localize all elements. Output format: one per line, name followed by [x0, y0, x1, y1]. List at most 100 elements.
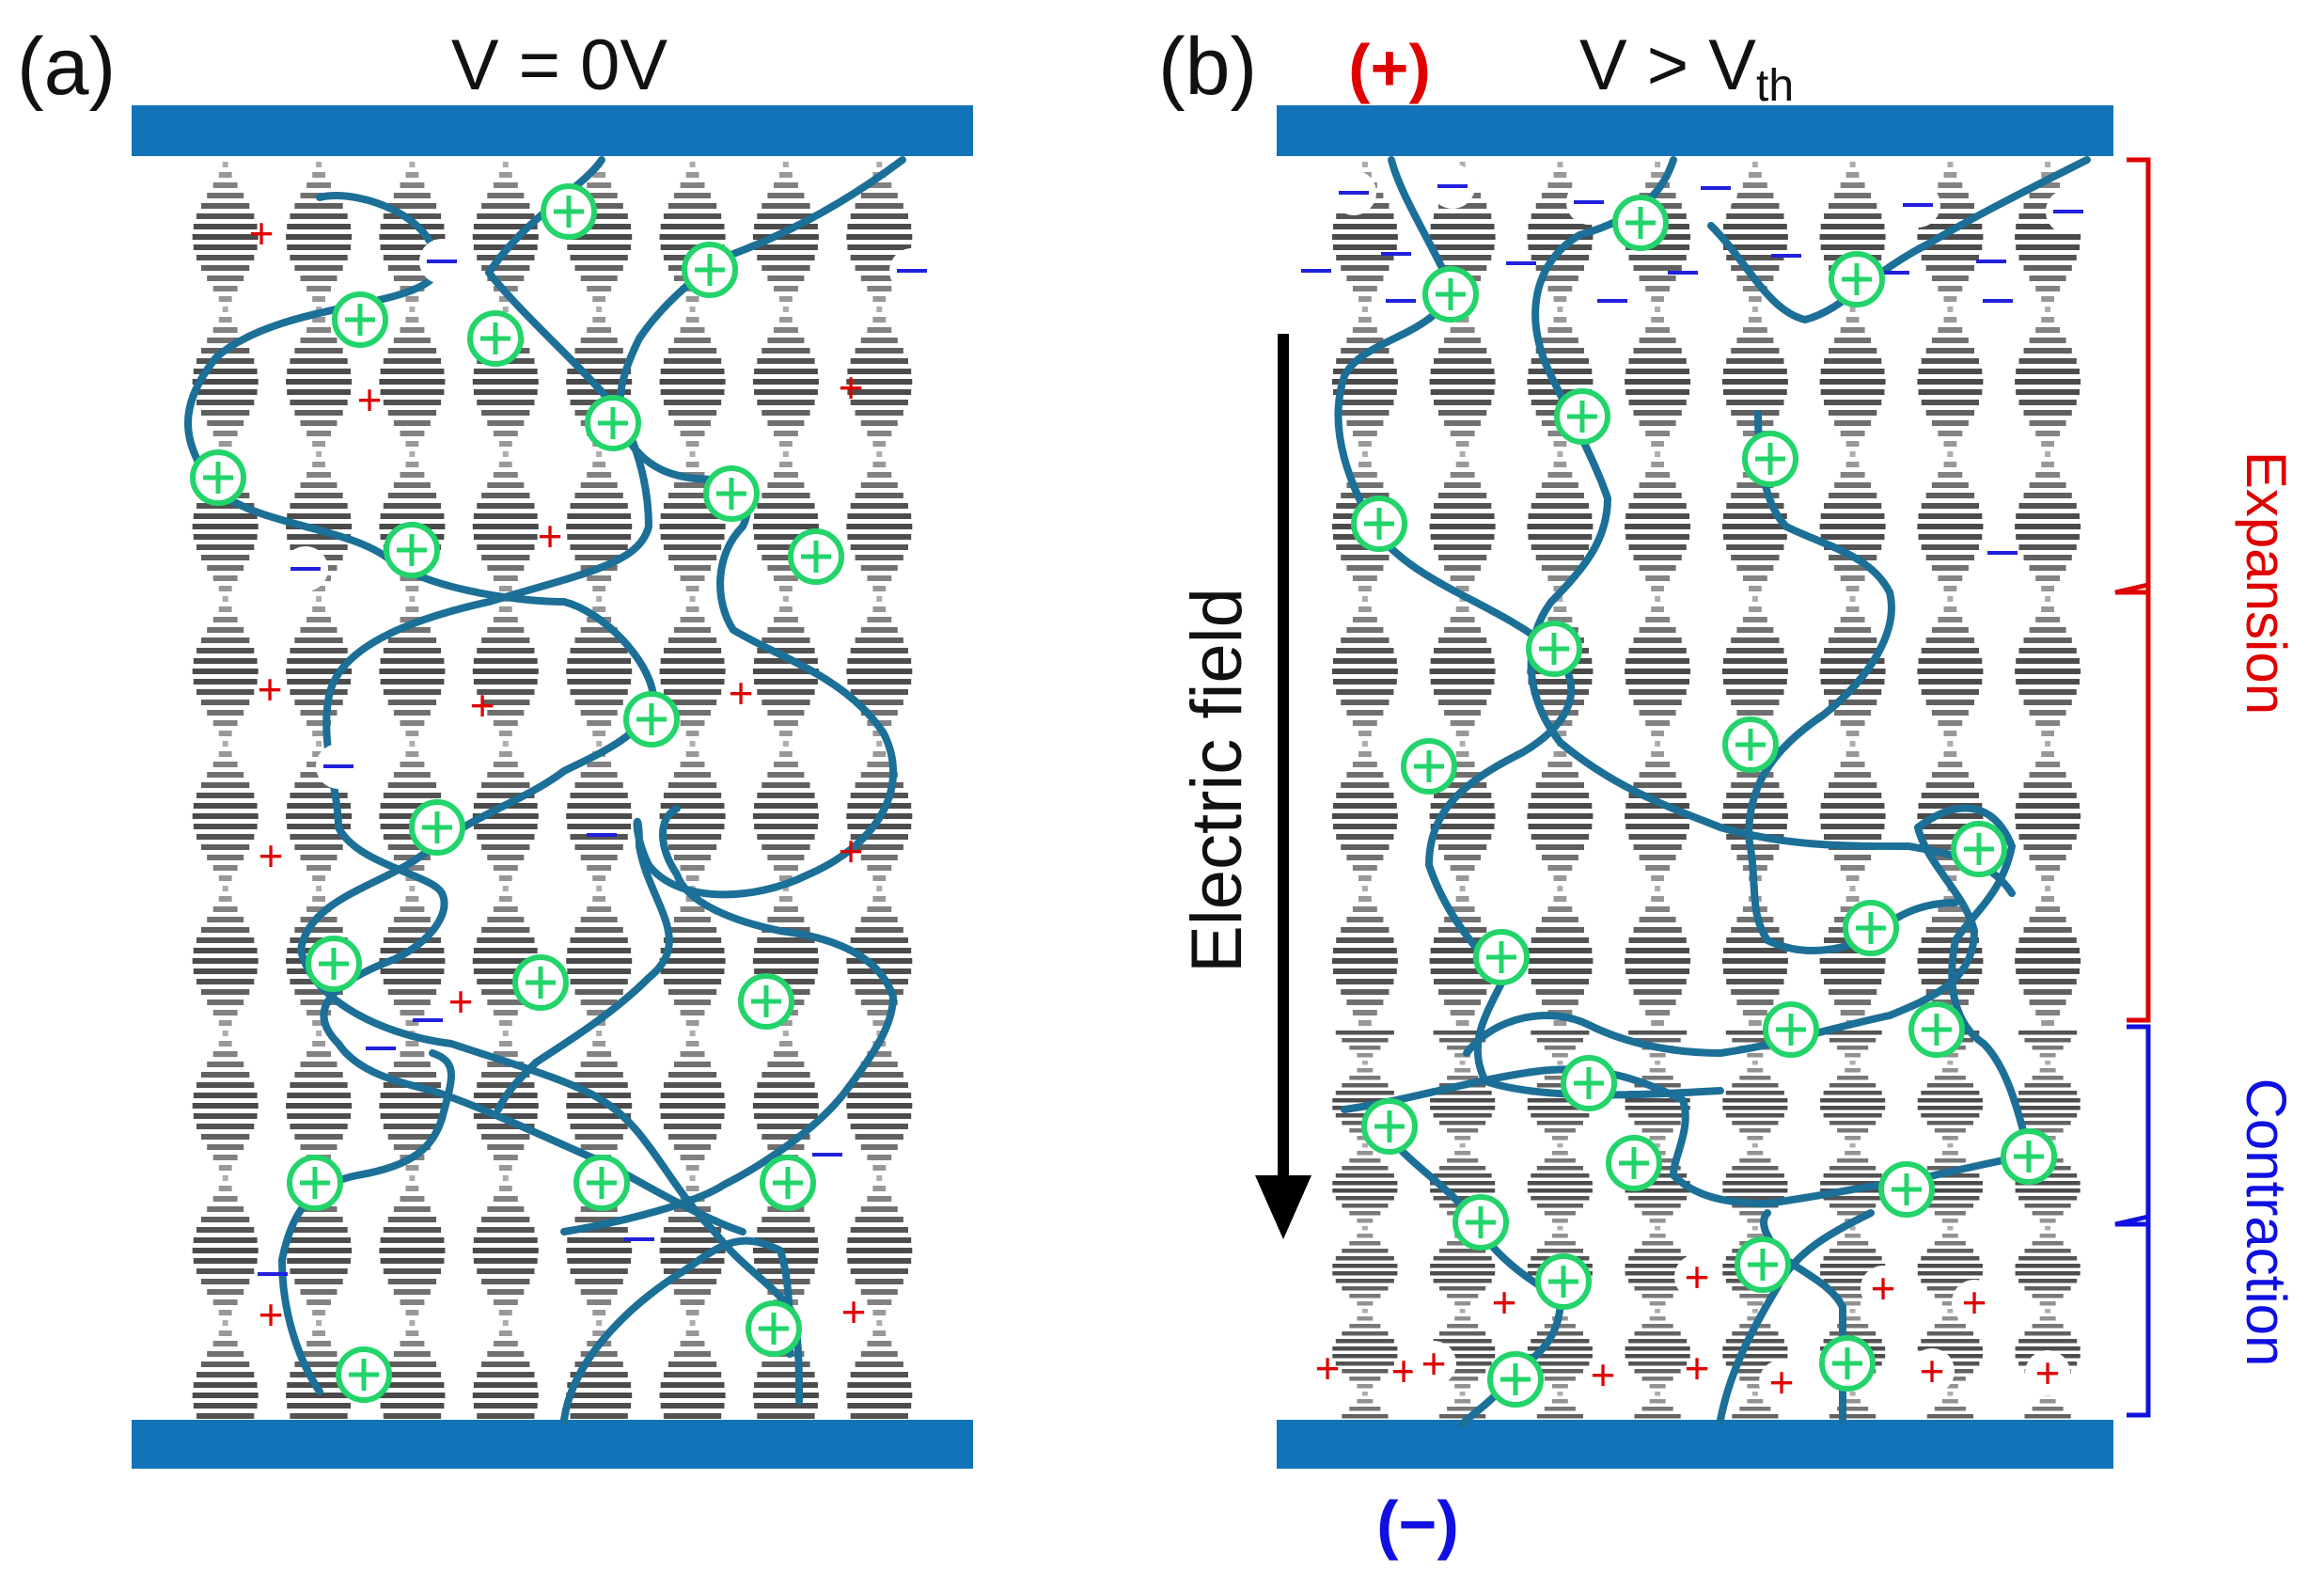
panel-b-title: V > Vth [1579, 25, 1794, 111]
anion [1771, 254, 1801, 258]
chain-bound-cation [585, 395, 641, 451]
polymer-chain [560, 1236, 793, 1424]
chain-bound-cation [788, 528, 844, 585]
cation: + [1962, 1278, 1987, 1327]
chain-bound-cation [682, 242, 738, 298]
cation: + [1685, 1252, 1710, 1301]
cation: + [2035, 1348, 2061, 1397]
polymer-chain [560, 805, 897, 1236]
chain-bound-cation [1908, 1001, 1965, 1058]
anion [1506, 261, 1536, 265]
free-ions-b: ++++++++++++ [1301, 164, 2091, 1407]
bottom-electrode-b [1277, 1420, 2113, 1469]
chain-bound-cation [760, 1155, 816, 1211]
lc-column [846, 162, 913, 1419]
cation: + [1685, 1344, 1710, 1393]
lc-column [1625, 162, 1691, 1419]
chain-bound-cation [306, 936, 362, 992]
chain-bound-cation [287, 1155, 343, 1211]
chain-bound-cation [384, 522, 440, 578]
chain-bound-cation [1561, 1055, 1617, 1111]
chain-bound-cation [1526, 621, 1582, 677]
chain-bound-cation [1452, 1194, 1509, 1251]
anion [812, 1153, 842, 1157]
chain-ions-b [1351, 195, 2057, 1408]
cation: + [1871, 1264, 1896, 1313]
lc-column [192, 162, 259, 1419]
chain-bound-cation [1829, 251, 1885, 307]
lc-column [379, 162, 446, 1419]
chain-bound-cation [1606, 1135, 1662, 1191]
electric-field-arrow [1255, 334, 1311, 1239]
cation: + [1591, 1350, 1616, 1399]
anion [1983, 299, 2013, 303]
chain-bound-cation [703, 465, 760, 522]
chain-bound-cation [573, 1155, 630, 1211]
anion [1668, 271, 1698, 275]
chain-bound-cation [1554, 388, 1610, 445]
anion [1437, 184, 1468, 188]
chain-bound-cation [1843, 900, 1899, 956]
contraction-bracket [2114, 1024, 2151, 1418]
polymer-chain [1527, 156, 2016, 897]
anion [323, 764, 353, 768]
lc-column [1429, 162, 1496, 1419]
panel-a-title: V = 0V [451, 25, 668, 105]
anion [366, 1047, 396, 1050]
chain-bound-cation [467, 310, 524, 367]
cation: + [249, 209, 275, 258]
cation: + [538, 512, 563, 560]
chain-bound-cation [1742, 431, 1798, 487]
free-ions-a: ++++++++++++ [249, 209, 934, 1339]
anion [1976, 260, 2006, 263]
panel-a-letter: (a) [17, 22, 116, 112]
chain-bound-cation [746, 1300, 802, 1357]
top-polarity-label: (+) [1348, 31, 1431, 104]
panel-b-letter: (b) [1158, 22, 1257, 112]
anion [587, 833, 617, 837]
chain-bound-cation [1878, 1161, 1935, 1218]
panel-b: (b) (+) V > Vth (−) Electric field +++++… [1158, 22, 2298, 1561]
chain-bound-cation [1487, 1351, 1544, 1408]
anion [1301, 269, 1331, 273]
polymer-chain [278, 1049, 455, 1395]
anion [1386, 299, 1416, 303]
polymer-chains-a [184, 156, 906, 1424]
polymer-chain [184, 192, 803, 1405]
lc-columns-b [1331, 162, 2081, 1419]
lc-column [752, 162, 819, 1419]
cation: + [1492, 1278, 1517, 1327]
expansion-label: Expansion [2235, 451, 2298, 715]
top-electrode-a [132, 105, 973, 156]
cation: + [258, 665, 283, 714]
chain-bound-cation [1473, 929, 1530, 985]
anion [897, 269, 927, 273]
cation: + [470, 681, 495, 730]
cation: + [841, 1287, 867, 1336]
electric-field-label: Electric field [1177, 588, 1257, 973]
chain-bound-cation [1401, 738, 1457, 795]
chain-bound-cation [1951, 821, 2007, 877]
cation: + [1391, 1346, 1417, 1395]
bottom-polarity-label: (−) [1376, 1487, 1459, 1561]
cation: + [357, 375, 383, 424]
chain-ions-a [190, 183, 844, 1403]
cation: + [1421, 1339, 1447, 1388]
lc-column [659, 162, 726, 1419]
anion [624, 1237, 654, 1241]
lc-column [2015, 162, 2081, 1419]
anion [2053, 210, 2083, 213]
chain-bound-cation [190, 449, 246, 506]
anion [1903, 203, 1933, 207]
chain-bound-cation [623, 691, 680, 748]
chain-bound-cation [1722, 716, 1779, 773]
chain-bound-cation [541, 183, 597, 240]
polymer-chain [1463, 804, 2034, 1160]
anion [413, 1018, 443, 1022]
lc-column [286, 162, 353, 1419]
chain-bound-cation [1361, 1098, 1418, 1155]
cation: + [1769, 1358, 1795, 1407]
anion [1701, 186, 1731, 190]
cation: + [259, 1290, 284, 1339]
lc-columns-a [192, 162, 913, 1419]
